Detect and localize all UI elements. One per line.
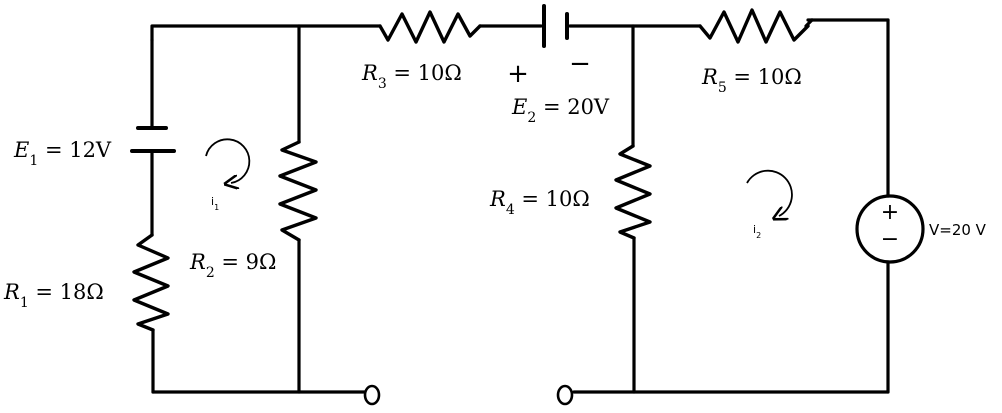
- terminal-right[interactable]: [556, 384, 574, 406]
- loop-i1-arrow: [205, 138, 251, 183]
- label-r5: R5 = 10Ω: [701, 65, 802, 96]
- label-e1: E1 = 12V: [13, 138, 112, 169]
- label-r4: R4 = 10Ω: [489, 187, 590, 218]
- wire-top-left: [150, 24, 382, 42]
- r3-resistor: [378, 10, 482, 44]
- e2-plus-mark: +: [507, 59, 529, 89]
- label-voltage-source: V=20 V: [929, 221, 987, 239]
- label-e2: E2 = 20V: [511, 95, 610, 126]
- label-r2: R2 = 9Ω: [189, 250, 276, 281]
- source-minus-sign: −: [881, 227, 899, 252]
- r1-resistor: [132, 233, 170, 332]
- loop-i2-arrow: [746, 169, 793, 216]
- label-r3: R3 = 10Ω: [361, 61, 462, 92]
- voltage-source: [855, 194, 925, 264]
- source-plus-sign: +: [881, 200, 899, 225]
- label-r1: R1 = 18Ω: [3, 280, 104, 311]
- terminal-left[interactable]: [363, 384, 381, 406]
- r4-resistor: [614, 144, 652, 240]
- e2-minus-mark: −: [569, 49, 591, 79]
- r5-resistor: [698, 8, 810, 44]
- loop-i1-label: i1: [211, 195, 219, 212]
- loop-i2-label: i2: [753, 223, 761, 240]
- r2-resistor: [278, 140, 318, 242]
- wire-r5-join: [804, 18, 814, 28]
